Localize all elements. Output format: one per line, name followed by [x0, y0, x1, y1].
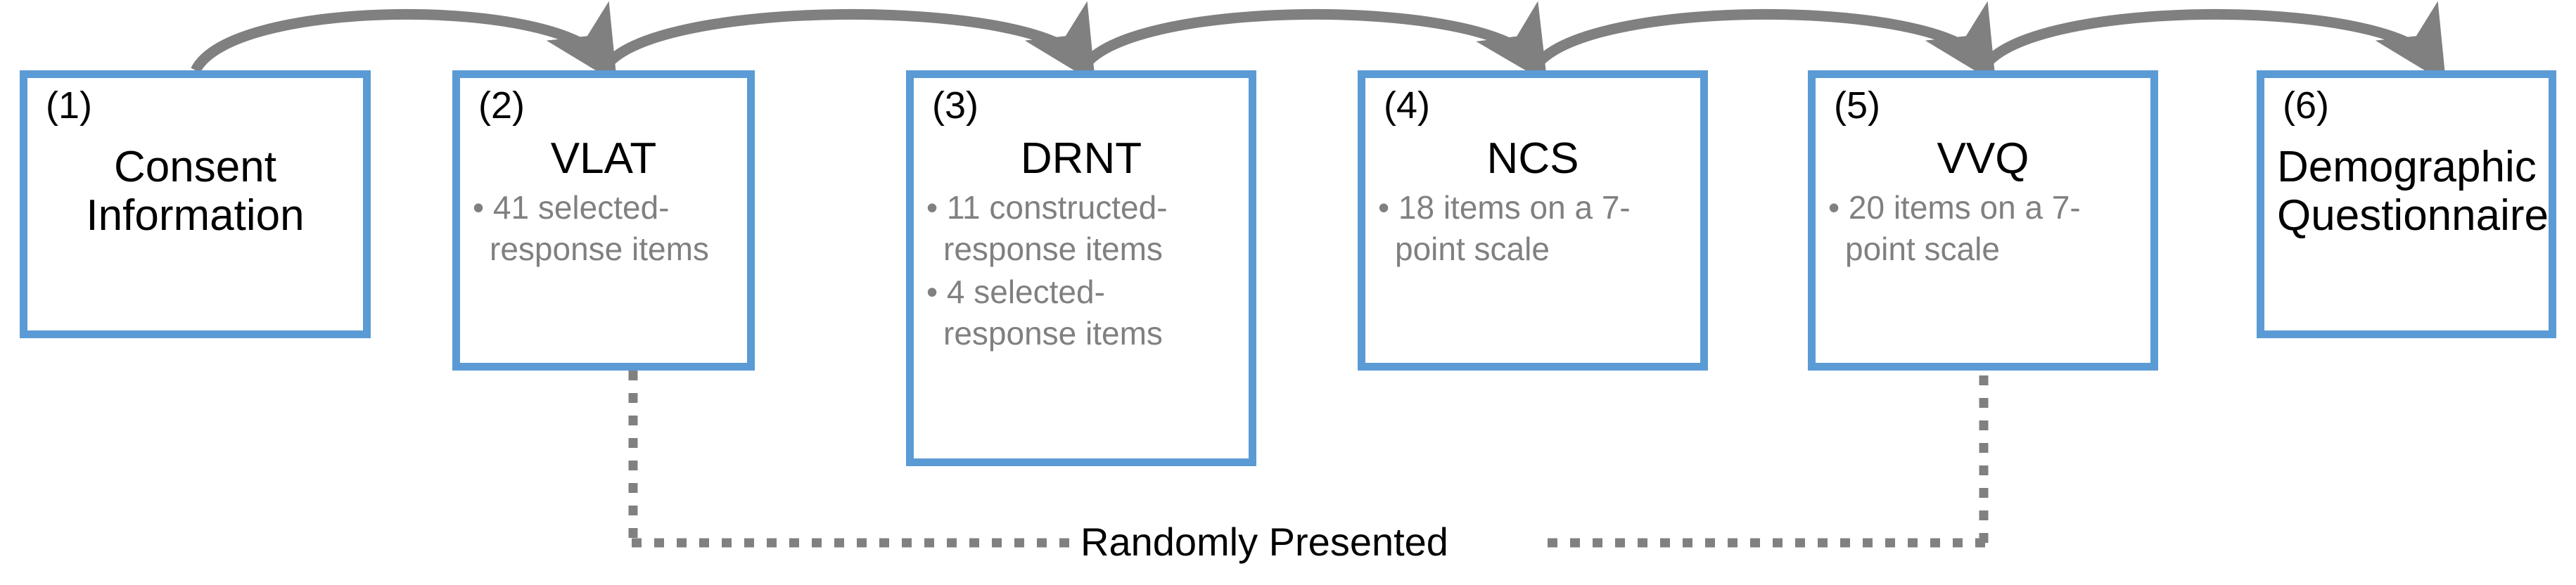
- step-number-6: (6): [2283, 84, 2329, 127]
- step-box-1[interactable]: (1) Consent Information: [20, 70, 371, 338]
- arrow-1-to-2: [191, 1, 618, 84]
- randomly-presented-label: Randomly Presented: [1069, 519, 1460, 565]
- step-number-1: (1): [46, 84, 92, 127]
- step-number-5: (5): [1834, 84, 1880, 127]
- arrow-4-to-5: [1529, 1, 1996, 84]
- step-title-4: NCS: [1486, 134, 1579, 183]
- arrow-3-to-4: [1077, 1, 1548, 84]
- step-box-5[interactable]: (5) VVQ 20 items on a 7-point scale: [1808, 70, 2158, 371]
- step-box-2[interactable]: (2) VLAT 41 selected-response items: [452, 70, 755, 371]
- step-number-4: (4): [1384, 84, 1430, 127]
- step-title-3: DRNT: [1020, 134, 1142, 183]
- bullet-item: 41 selected-response items: [473, 187, 734, 270]
- arrow-2-to-3: [599, 1, 1096, 84]
- step-box-6[interactable]: (6) Demographic Questionnaire: [2257, 70, 2556, 338]
- step-title-1: Consent Information: [86, 143, 305, 240]
- bullet-item: 20 items on a 7-point scale: [1828, 187, 2138, 270]
- step-number-3: (3): [932, 84, 978, 127]
- bullet-item: 11 constructed-response items: [926, 187, 1236, 270]
- step-title-5: VVQ: [1937, 134, 2029, 183]
- bullet-item: 4 selected-response items: [926, 271, 1236, 354]
- bullet-item: 18 items on a 7-point scale: [1378, 187, 1688, 270]
- step-bullets-3: 11 constructed-response items4 selected-…: [926, 187, 1236, 354]
- step-title-6: Demographic Questionnaire: [2277, 143, 2549, 240]
- step-bullets-4: 18 items on a 7-point scale: [1378, 187, 1688, 270]
- step-bullets-2: 41 selected-response items: [473, 187, 734, 270]
- step-bullets-5: 20 items on a 7-point scale: [1828, 187, 2138, 270]
- arrow-5-to-6: [1977, 1, 2447, 84]
- step-box-3[interactable]: (3) DRNT 11 constructed-response items4 …: [906, 70, 1256, 466]
- step-number-2: (2): [478, 84, 525, 127]
- step-title-2: VLAT: [550, 134, 657, 183]
- step-box-4[interactable]: (4) NCS 18 items on a 7-point scale: [1358, 70, 1708, 371]
